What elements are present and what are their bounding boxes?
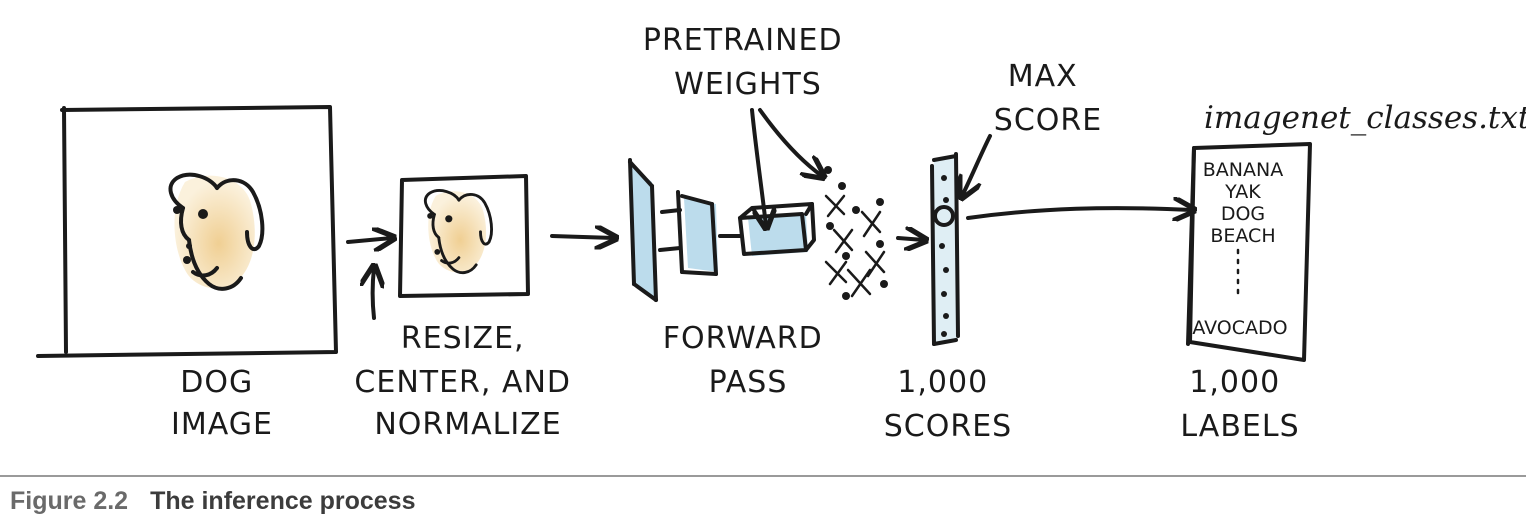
scores-label: 1,000 SCORES bbox=[884, 365, 1012, 444]
arrow-to-network bbox=[550, 236, 614, 238]
class-list: BANANA YAK DOG BEACH AVOCADO bbox=[1192, 159, 1289, 339]
figure-number: Figure 2.2 bbox=[10, 487, 129, 515]
resize-label: RESIZE, CENTER, AND NORMALIZE bbox=[354, 321, 581, 442]
class-item: BANANA bbox=[1203, 159, 1283, 181]
arrow-weights-to-layer bbox=[750, 108, 766, 226]
arrow-resize-up bbox=[373, 268, 375, 320]
dog-image-label: DOG IMAGE bbox=[171, 365, 273, 442]
scores-column bbox=[930, 152, 960, 346]
labels-caption: 1,000 LABELS bbox=[1180, 365, 1299, 444]
figure-title: The inference process bbox=[150, 487, 416, 515]
arrow-weights-to-nodes bbox=[758, 108, 822, 176]
resized-image-frame bbox=[398, 174, 530, 298]
labels-file-page bbox=[1186, 142, 1312, 362]
class-item-last: AVOCADO bbox=[1192, 317, 1287, 339]
arrow-to-labels bbox=[966, 208, 1192, 218]
class-item: YAK bbox=[1224, 181, 1261, 203]
forward-pass-label: FORWARD PASS bbox=[663, 321, 834, 400]
dog-image-frame bbox=[36, 105, 338, 358]
filename-label: imagenet_classes.txt bbox=[1204, 100, 1526, 136]
class-item: DOG bbox=[1221, 203, 1265, 225]
arrow-to-scores bbox=[896, 238, 924, 240]
dog-face-small-icon bbox=[423, 189, 493, 275]
arrow-max-score bbox=[962, 134, 992, 196]
caption-rule bbox=[0, 475, 1526, 477]
network-layers-icon bbox=[628, 158, 888, 302]
dog-face-large-icon bbox=[168, 172, 265, 291]
class-item: BEACH bbox=[1210, 225, 1275, 247]
pretrained-weights-label: PRETRAINED WEIGHTS bbox=[643, 23, 853, 102]
max-score-label: MAX SCORE bbox=[994, 59, 1102, 138]
arrow-to-resize bbox=[346, 238, 392, 242]
figure-caption: Figure 2.2 The inference process bbox=[10, 487, 415, 516]
